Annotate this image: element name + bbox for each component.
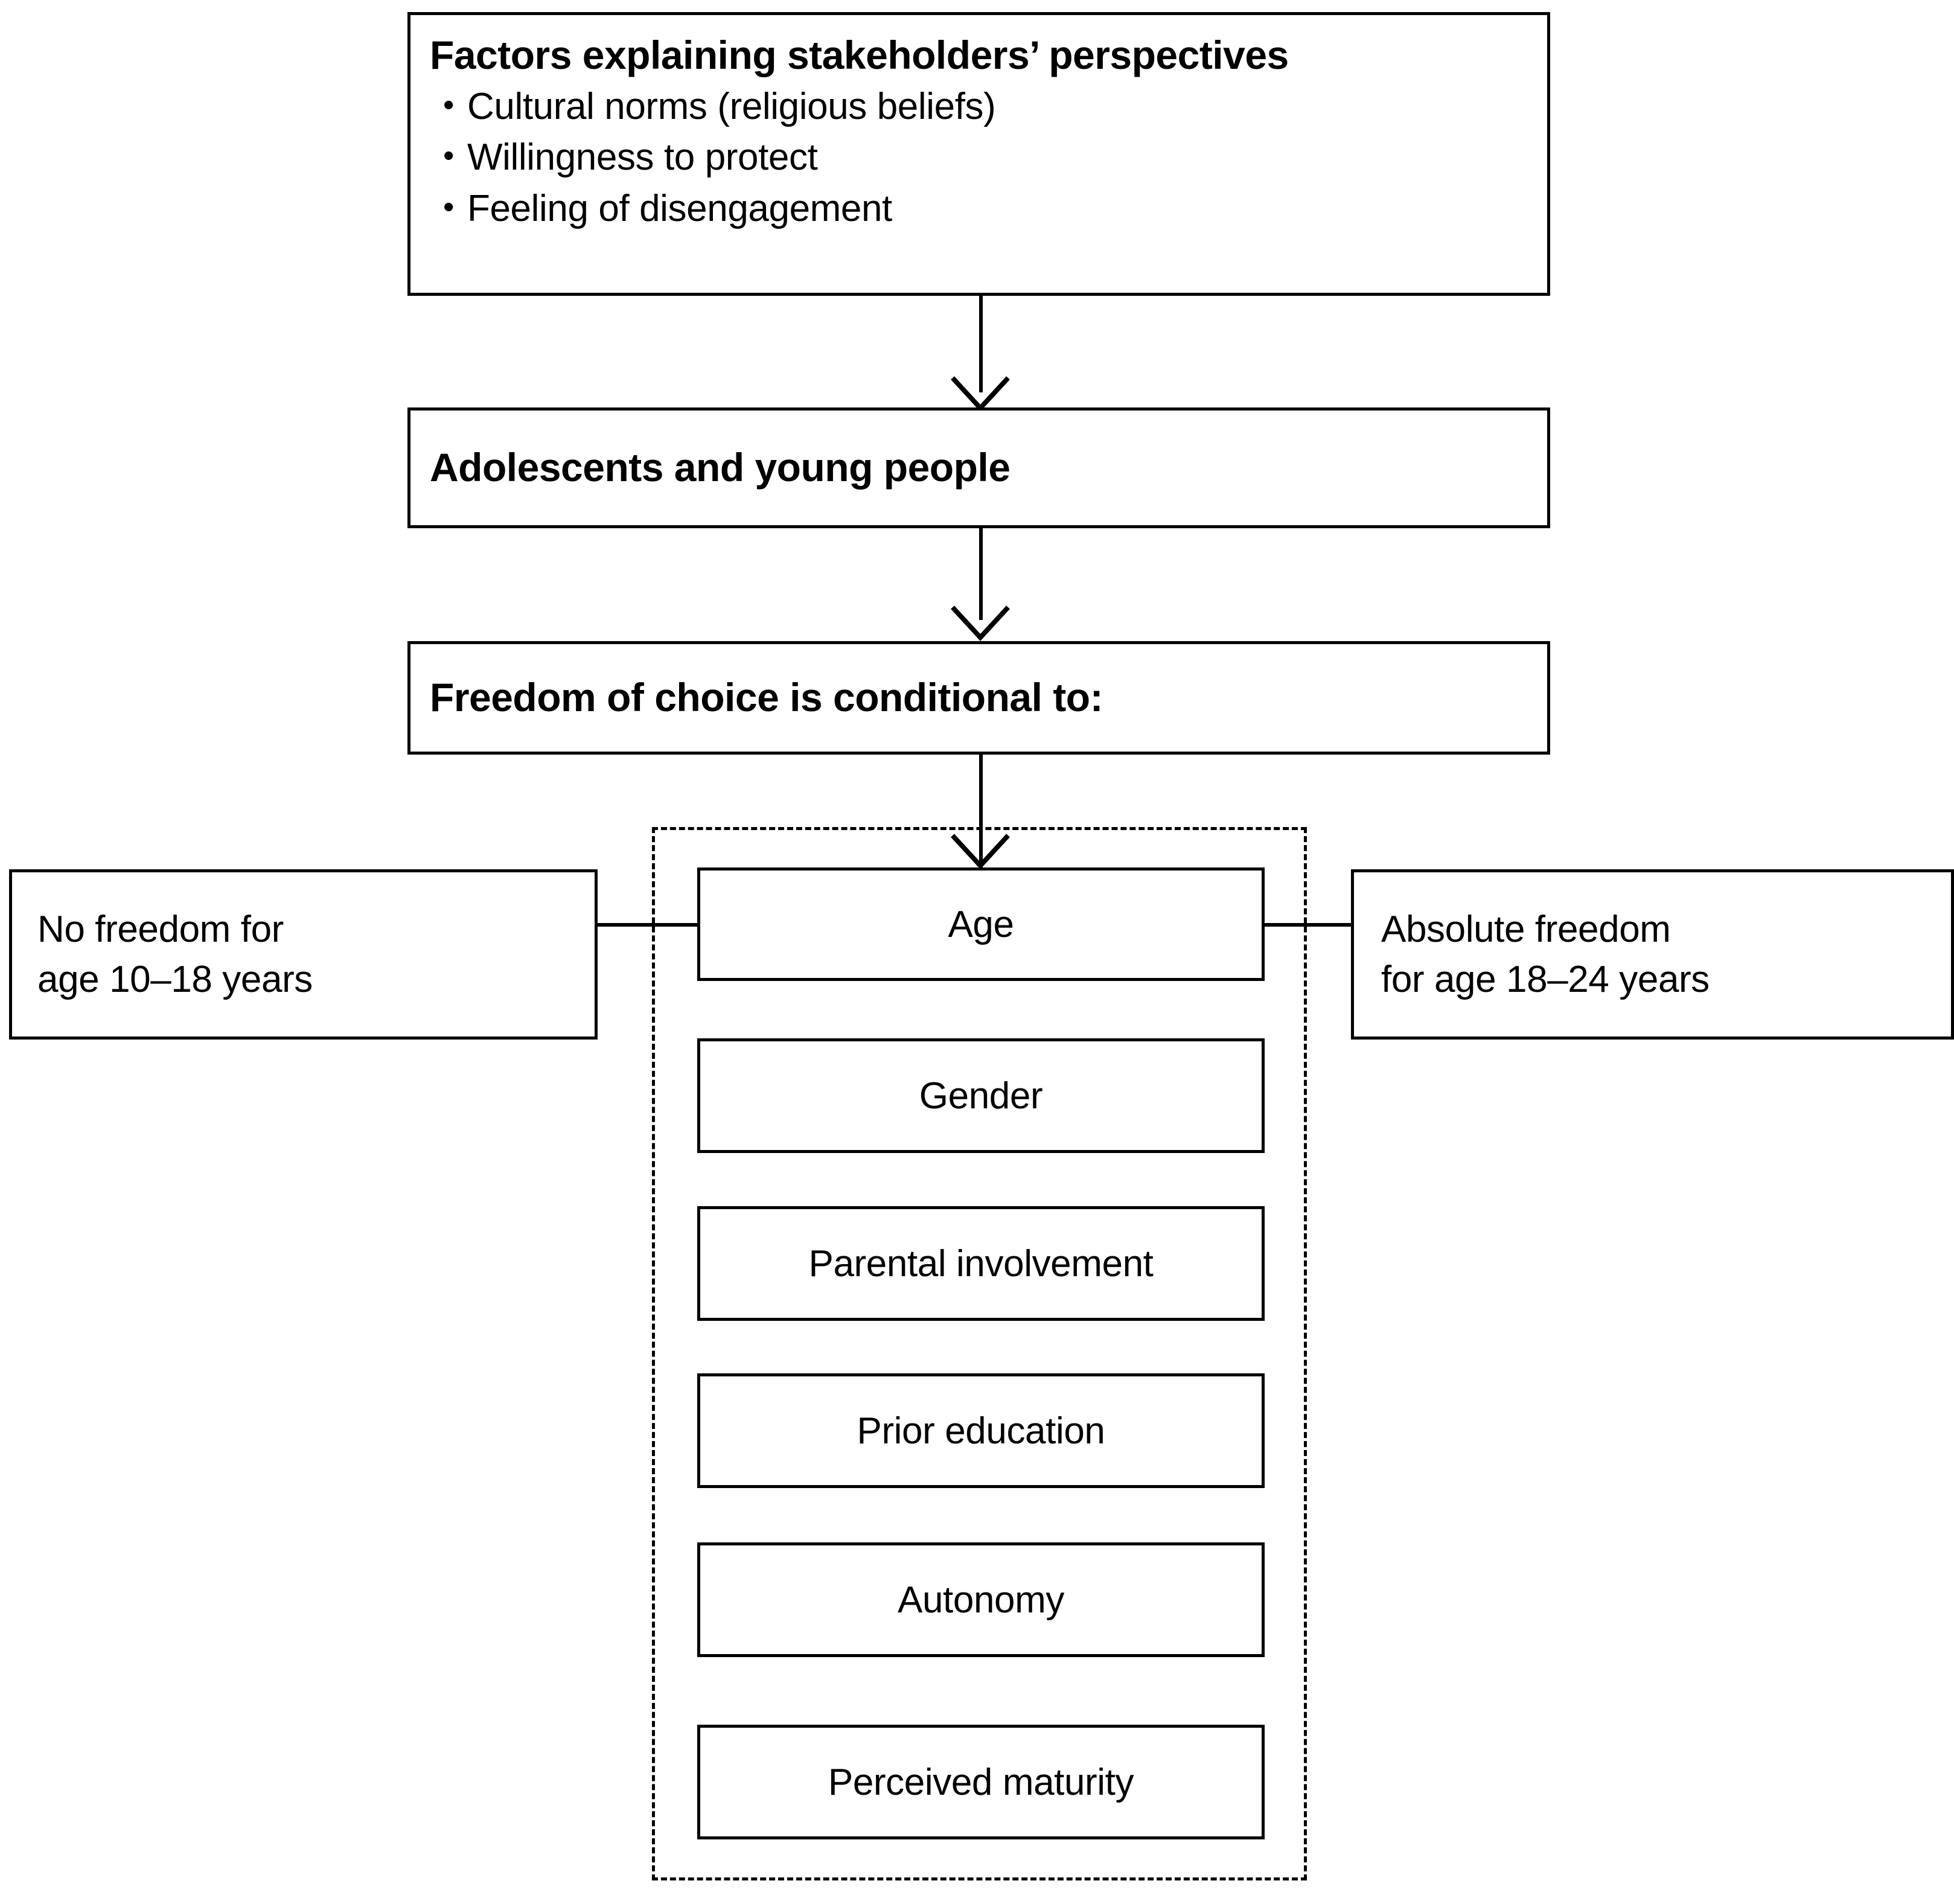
condition-box-autonomy[interactable]: Autonomy [697,1542,1265,1657]
list-item: • Willingness to protect [430,132,1547,183]
connector-adolescents-to-freedom [979,528,983,620]
no-freedom-outcome-box: No freedom for age 10–18 years [9,869,598,1040]
condition-label: Parental involvement [808,1242,1154,1285]
factors-box: Factors explaining stakeholders’ perspec… [407,12,1550,296]
freedom-of-choice-box: Freedom of choice is conditional to: [407,641,1550,755]
outcome-line-2: for age 18–24 years [1381,959,1710,1000]
list-item: • Feeling of disengagement [430,184,1547,234]
condition-box-prior-education[interactable]: Prior education [697,1373,1265,1488]
list-item-label: Feeling of disengagement [467,187,892,229]
connector-age-to-no-freedom [596,923,700,927]
outcome-line-1: No freedom for [37,908,284,950]
condition-label: Autonomy [898,1579,1064,1621]
bullet-icon: • [443,138,454,174]
conditions-group-container [652,827,1307,1880]
condition-label: Age [948,903,1014,945]
condition-box-parental-involvement[interactable]: Parental involvement [697,1206,1265,1321]
condition-box-gender[interactable]: Gender [697,1038,1265,1153]
bullet-icon: • [443,189,454,225]
connector-factors-to-adolescents [979,296,983,392]
freedom-of-choice-label: Freedom of choice is conditional to: [430,675,1103,720]
outcome-line-1: Absolute freedom [1381,908,1671,950]
condition-label: Gender [919,1075,1043,1117]
list-item-label: Cultural norms (religious beliefs) [467,85,996,127]
absolute-freedom-outcome-box: Absolute freedom for age 18–24 years [1351,869,1954,1040]
condition-box-perceived-maturity[interactable]: Perceived maturity [697,1725,1265,1839]
factors-box-heading: Factors explaining stakeholders’ perspec… [430,33,1289,77]
connector-age-to-absolute-freedom [1262,923,1353,927]
bullet-icon: • [443,87,454,123]
factors-bullet-list: • Cultural norms (religious beliefs) • W… [430,81,1547,234]
condition-label: Prior education [857,1410,1105,1452]
condition-label: Perceived maturity [828,1761,1134,1803]
adolescents-box: Adolescents and young people [407,407,1550,528]
outcome-line-2: age 10–18 years [37,959,313,1000]
condition-box-age[interactable]: Age [697,867,1265,981]
connector-freedom-to-age [979,755,983,869]
list-item: • Cultural norms (religious beliefs) [430,81,1547,132]
list-item-label: Willingness to protect [467,136,818,179]
adolescents-box-label: Adolescents and young people [430,445,1011,490]
